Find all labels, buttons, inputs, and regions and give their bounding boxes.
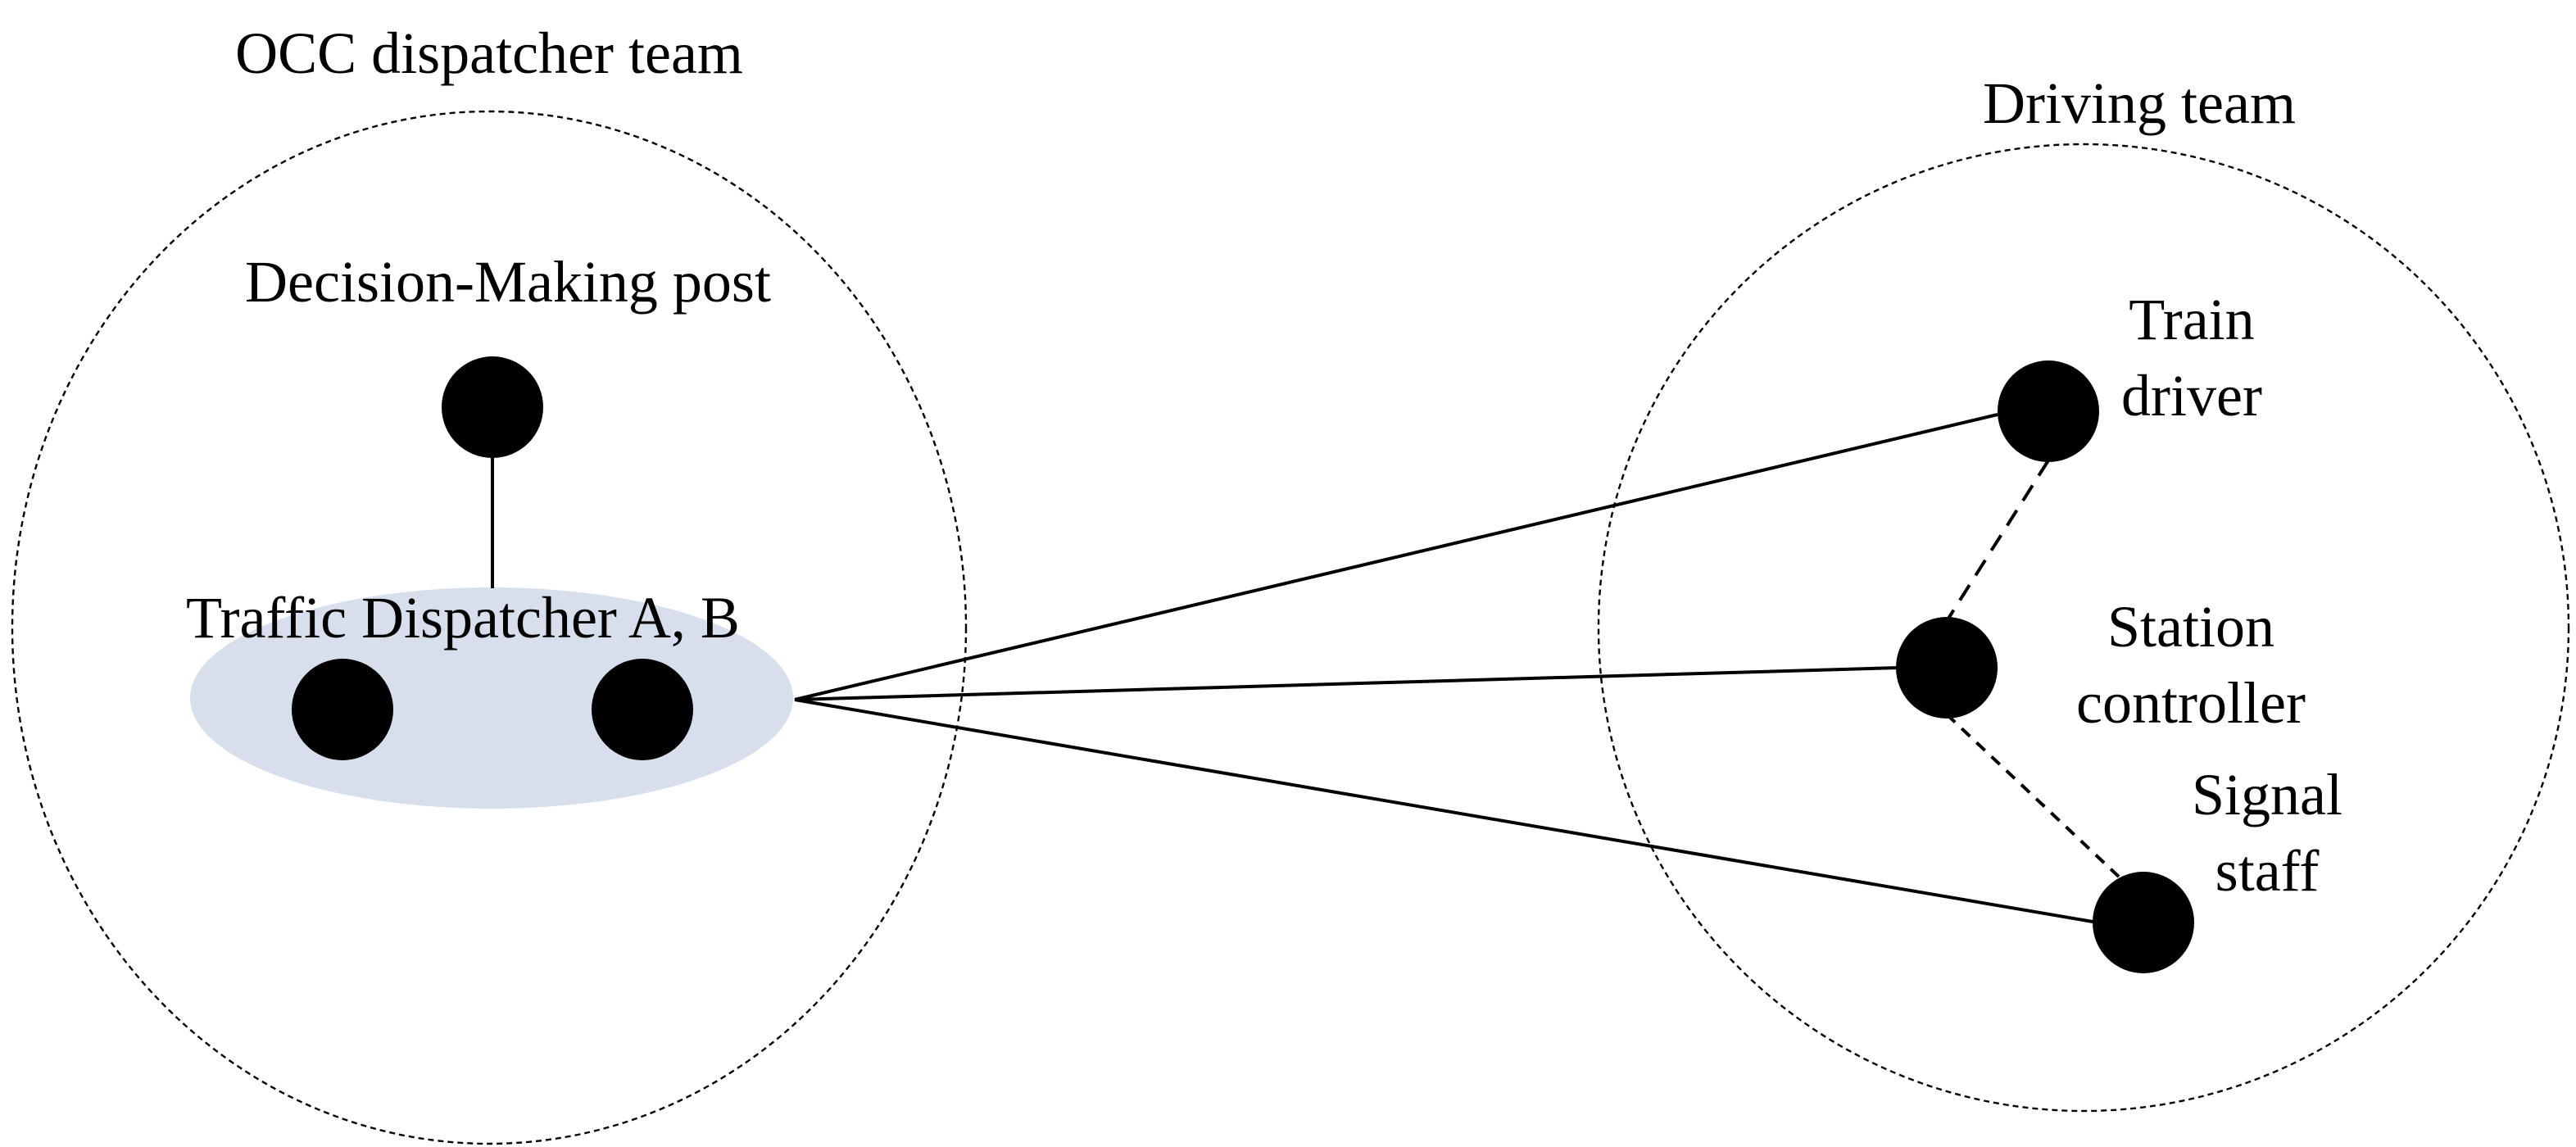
signal-staff-label-line-2: staff (2215, 838, 2320, 904)
train-driver-label-line-2: driver (2121, 363, 2262, 428)
train-driver-label-line-1: Train (2129, 287, 2254, 352)
edge-dispatchers-station-controller (794, 666, 1900, 701)
edge-dispatchers-train-driver (794, 413, 1998, 701)
driving-team-boundary (1597, 143, 2570, 1113)
decision-node-label: Decision-Making post (245, 249, 771, 315)
signal-staff-label-line-1: Signal (2192, 762, 2342, 827)
occ-team-boundary (11, 110, 968, 1145)
train-driver-node (1998, 360, 2099, 462)
dispatcher-a-node (292, 659, 393, 760)
edge-train-driver-station-controller (1945, 459, 2050, 623)
station-controller-label-line-1: Station (2107, 594, 2274, 660)
signal-staff-node (2093, 872, 2194, 973)
edge-dispatchers-signal-staff (794, 698, 2098, 924)
driving-team-title: Driving team (1983, 70, 2296, 136)
occ-team-title: OCC dispatcher team (235, 20, 743, 86)
decision-node (442, 356, 543, 458)
dispatcher-b-node (592, 659, 693, 760)
station-controller-node (1896, 617, 1998, 719)
edge-station-controller-signal-staff (1945, 713, 2120, 878)
dispatchers-node-label: Traffic Dispatcher A, B (186, 585, 740, 651)
station-controller-label-line-2: controller (2076, 670, 2306, 736)
